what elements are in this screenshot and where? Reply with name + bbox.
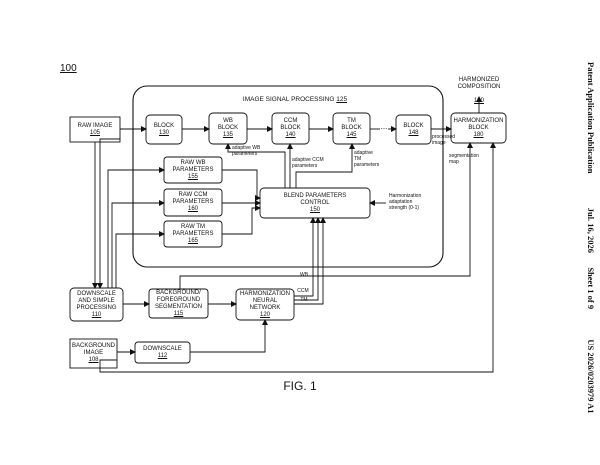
block-148: BLOCK148 (396, 115, 431, 144)
blend-parameters-control: BLEND PARAMETERS CONTROL150 (260, 188, 370, 218)
background-image-block: BACKGROUND IMAGE108 (70, 339, 117, 368)
harmonized-composition-label: HARMONIZED COMPOSITION 190 (447, 70, 511, 112)
figure-caption: FIG. 1 (270, 380, 330, 393)
raw-ccm-parameters: RAW CCM PARAMETERS160 (164, 189, 222, 216)
isp-title: IMAGE SIGNAL PROCESSING 125 (230, 89, 360, 103)
segmentation-map-label: segmentation map (449, 153, 489, 165)
adaptive-wb-label: adaptive WB parameters (232, 145, 272, 157)
downscale-block: DOWNSCALE112 (135, 342, 190, 363)
harmonization-strength-label: Harmonization adaptation strength (0-1) (389, 193, 439, 211)
ccm-block: CCM BLOCK140 (272, 113, 309, 144)
ellipsis-label: ... (378, 123, 390, 130)
side-header: Patent Application Publication Jul. 16, … (586, 62, 596, 414)
tm-signal-label: TM (298, 297, 310, 303)
figure-ref: 100 (60, 63, 77, 74)
block-130: BLOCK130 (146, 115, 182, 144)
raw-tm-parameters: RAW TM PARAMETERS165 (164, 221, 222, 247)
wb-block: WB BLOCK135 (209, 113, 247, 144)
tm-block: TM BLOCK145 (333, 113, 370, 144)
ccm-signal-label: CCM (296, 288, 310, 294)
processed-image-label: processed image (432, 134, 452, 146)
adaptive-ccm-label: adaptive CCM parameters (292, 157, 332, 169)
wb-signal-label: WB (298, 272, 310, 278)
segmentation-block: BACKGROUND/ FOREGROUND SEGMENTATION115 (149, 289, 208, 318)
downscale-simple-processing: DOWNSCALE AND SIMPLE PROCESSING110 (70, 288, 123, 321)
raw-image-block: RAW IMAGE105 (70, 117, 120, 142)
raw-wb-parameters: RAW WB PARAMETERS155 (164, 157, 222, 183)
adaptive-tm-label: adaptive TM parameters (354, 150, 388, 168)
harmonization-block: HARMONIZATION BLOCK180 (451, 113, 506, 143)
harmonization-neural-network: HARMONIZATION NEURAL NETWORK120 (236, 289, 294, 320)
